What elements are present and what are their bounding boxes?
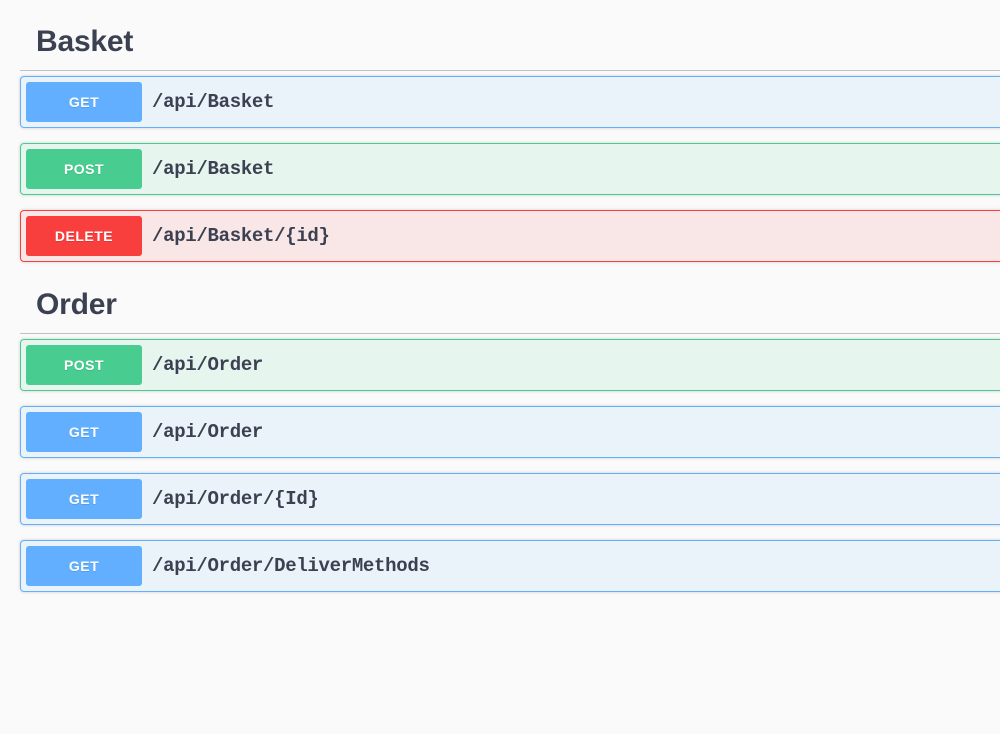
operation-path: /api/Basket <box>152 91 275 113</box>
operation-summary[interactable]: GET /api/Order <box>21 407 1000 457</box>
operation-row[interactable]: GET /api/Order <box>20 406 1000 458</box>
http-method-badge: GET <box>26 412 142 452</box>
tag-header-order[interactable]: Order <box>20 277 1000 334</box>
operation-row[interactable]: GET /api/Order/{Id} <box>20 473 1000 525</box>
operation-summary[interactable]: GET /api/Basket <box>21 77 1000 127</box>
operation-path: /api/Order/DeliverMethods <box>152 555 430 577</box>
http-method-badge: GET <box>26 82 142 122</box>
operation-summary[interactable]: GET /api/Order/DeliverMethods <box>21 541 1000 591</box>
tag-header-basket[interactable]: Basket <box>20 0 1000 71</box>
operations-wrapper: Basket GET /api/Basket POST /api/Basket … <box>20 0 1000 592</box>
tag-section-order: Order POST /api/Order GET /api/Order GET… <box>20 277 1000 592</box>
operation-summary[interactable]: POST /api/Order <box>21 340 1000 390</box>
operation-path: /api/Order <box>152 354 264 376</box>
operation-path: /api/Basket/{id} <box>152 225 330 247</box>
http-method-badge: GET <box>26 546 142 586</box>
tag-section-basket: Basket GET /api/Basket POST /api/Basket … <box>20 0 1000 262</box>
http-method-badge: GET <box>26 479 142 519</box>
operation-row[interactable]: GET /api/Basket <box>20 76 1000 128</box>
operation-path: /api/Basket <box>152 158 275 180</box>
http-method-badge: DELETE <box>26 216 142 256</box>
operation-row[interactable]: POST /api/Basket <box>20 143 1000 195</box>
operation-row[interactable]: POST /api/Order <box>20 339 1000 391</box>
operation-path: /api/Order/{Id} <box>152 488 319 510</box>
operation-row[interactable]: GET /api/Order/DeliverMethods <box>20 540 1000 592</box>
operation-path: /api/Order <box>152 421 264 443</box>
operation-summary[interactable]: GET /api/Order/{Id} <box>21 474 1000 524</box>
operation-summary[interactable]: DELETE /api/Basket/{id} <box>21 211 1000 261</box>
operation-row[interactable]: DELETE /api/Basket/{id} <box>20 210 1000 262</box>
http-method-badge: POST <box>26 149 142 189</box>
http-method-badge: POST <box>26 345 142 385</box>
operation-summary[interactable]: POST /api/Basket <box>21 144 1000 194</box>
